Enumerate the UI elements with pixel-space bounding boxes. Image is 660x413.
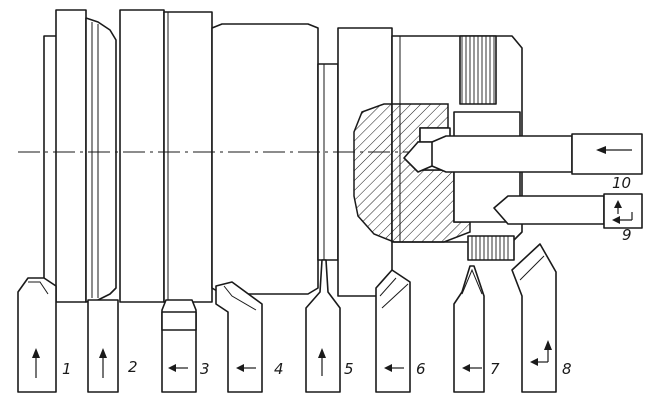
workpiece-shoulder <box>119 9 165 303</box>
tool-label-5: 5 <box>344 360 354 378</box>
tool-label-6: 6 <box>416 360 426 378</box>
tool-6 <box>375 269 411 393</box>
tool-8 <box>511 243 557 393</box>
workpiece-shoulder-2 <box>163 11 213 303</box>
workpiece-flange <box>55 9 87 303</box>
tool-5 <box>305 259 341 393</box>
tool-label-8: 8 <box>562 360 572 378</box>
tool-7 <box>453 265 485 393</box>
tool-2 <box>87 299 119 393</box>
tool-4 <box>215 281 263 393</box>
tool-label-10: 10 <box>612 174 631 192</box>
workpiece <box>43 9 523 303</box>
tool-label-4: 4 <box>274 360 284 378</box>
tool-3 <box>161 299 197 393</box>
thread-bottom <box>467 235 515 261</box>
boring-bar-10 <box>403 133 643 175</box>
tool-label-7: 7 <box>490 360 500 378</box>
tool-1 <box>17 277 57 393</box>
workpiece-neck <box>317 63 339 261</box>
workpiece-main-cylinder <box>211 23 319 295</box>
boring-bar-9 <box>493 193 643 229</box>
workpiece-collar <box>85 17 117 303</box>
tool-label-9: 9 <box>622 226 632 244</box>
tool-label-2: 2 <box>128 358 138 376</box>
tool-label-3: 3 <box>200 360 210 378</box>
tool-label-1: 1 <box>62 360 72 378</box>
thread-top <box>459 35 497 105</box>
